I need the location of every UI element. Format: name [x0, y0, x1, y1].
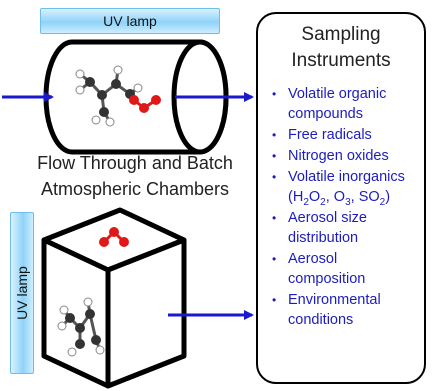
- formula-subscript: 2: [379, 196, 386, 208]
- bullet-icon: •: [272, 211, 277, 225]
- chamber-title: Flow Through and Batch Atmospheric Chamb…: [0, 150, 270, 202]
- uv-lamp-top-label: UV lamp: [103, 13, 157, 29]
- instrument-item: • Environmental conditions: [270, 290, 418, 330]
- instrument-label: Nitrogen oxides: [288, 148, 389, 164]
- formula-subscript: 2: [320, 196, 326, 208]
- ozone-molecule-cube-icon: [99, 227, 129, 247]
- uv-lamp-top: UV lamp: [40, 8, 220, 34]
- uv-lamp-side: UV lamp: [10, 212, 34, 374]
- instrument-list: • Volatile organic compounds • Free radi…: [258, 84, 424, 330]
- bullet-icon: •: [272, 149, 277, 163]
- panel-title-line2: Instruments: [291, 50, 391, 71]
- instrument-label: Free radicals: [288, 127, 372, 143]
- instrument-item: • Free radicals: [270, 125, 418, 145]
- instrument-item-inorganics: • Volatile inorganics (H2O2, O3, SO2): [270, 167, 418, 207]
- chamber-title-line2: Atmospheric Chambers: [40, 179, 230, 199]
- sampling-instruments-panel: Sampling Instruments • Volatile organic …: [256, 12, 426, 384]
- panel-title: Sampling Instruments: [258, 22, 424, 74]
- instrument-label: Environmental conditions: [288, 292, 381, 328]
- bullet-icon: •: [272, 252, 277, 266]
- ozone-molecule-icon: [129, 95, 161, 113]
- bullet-icon: •: [272, 170, 277, 184]
- instrument-label: Volatile organic compounds: [288, 86, 387, 122]
- hydrocarbon-molecule-cube-icon: [57, 297, 105, 357]
- instrument-label: Volatile inorganics (: [288, 169, 405, 205]
- panel-title-line1: Sampling: [301, 24, 381, 45]
- bullet-icon: •: [272, 293, 277, 307]
- formula-subscript: 2: [303, 196, 309, 208]
- instrument-item: • Volatile organic compounds: [270, 84, 418, 124]
- batch-cube-chamber: [41, 207, 187, 389]
- chamber-title-line1: Flow Through and Batch: [37, 153, 233, 173]
- instrument-item: • Aerosol composition: [270, 249, 418, 289]
- instrument-label: Aerosol composition: [288, 251, 366, 287]
- inorganics-formula: H2O2, O3, SO2): [292, 189, 391, 208]
- instrument-item: • Nitrogen oxides: [270, 146, 418, 166]
- bullet-icon: •: [272, 128, 277, 142]
- instrument-label: Aerosol size distribution: [288, 210, 367, 246]
- bullet-icon: •: [272, 87, 277, 101]
- formula-subscript: 3: [345, 196, 351, 208]
- instrument-item: • Aerosol size distribution: [270, 208, 418, 248]
- hydrocarbon-molecule-icon: [75, 65, 143, 127]
